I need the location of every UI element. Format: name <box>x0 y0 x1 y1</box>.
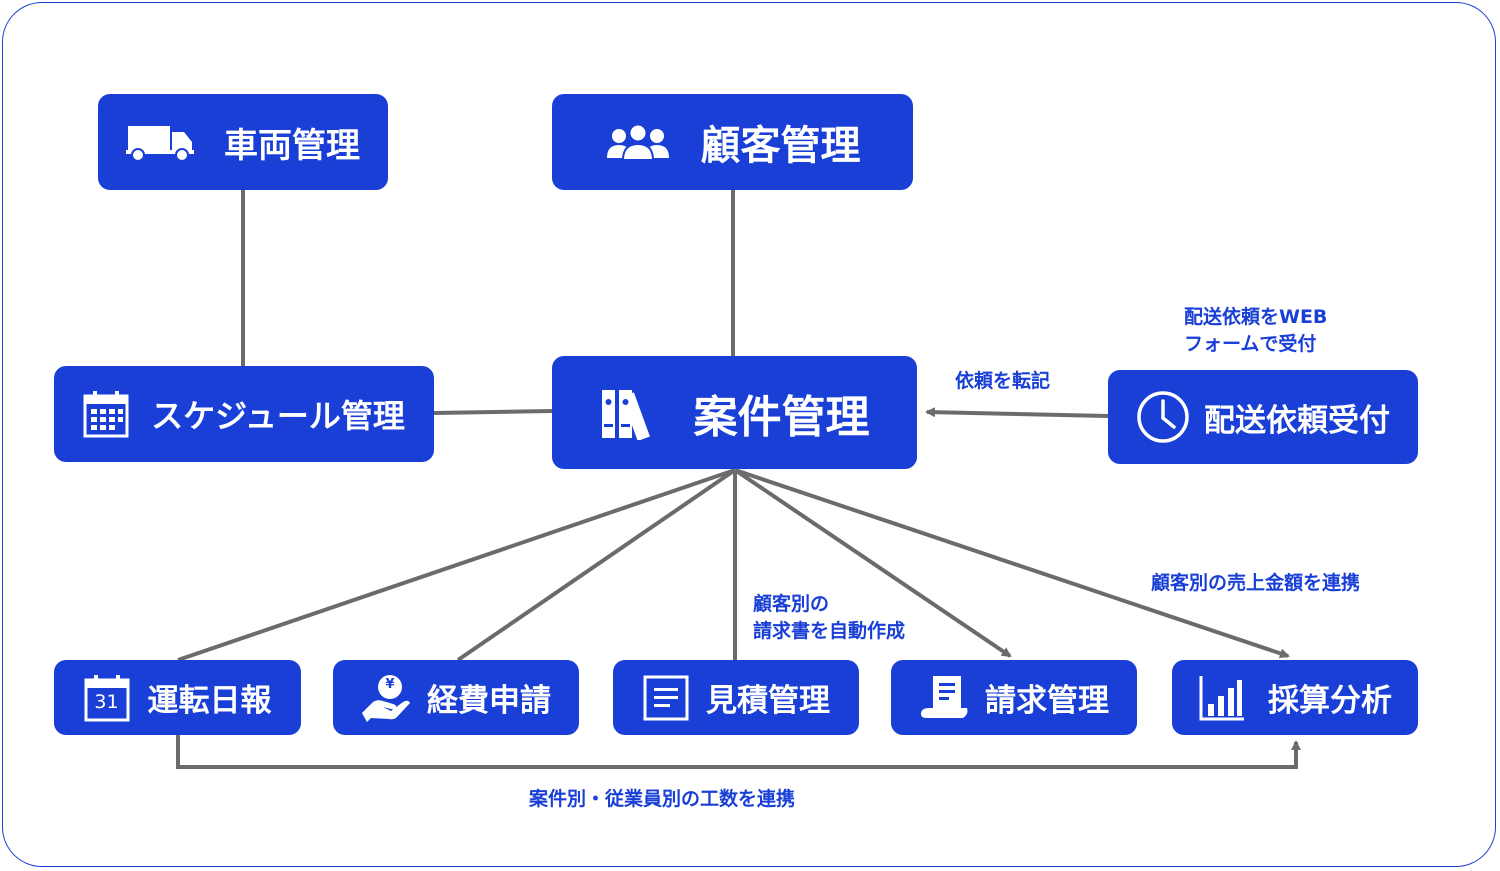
arrow-delivery-project <box>925 407 1109 418</box>
arrow-project-invoice <box>733 468 1012 658</box>
annotation-line: 顧客別の <box>753 593 830 615</box>
calendar-grid-icon <box>83 390 129 438</box>
node-estimate-management: 見積管理 <box>613 660 859 735</box>
node-label: スケジュール管理 <box>151 397 405 435</box>
node-label: 経費申請 <box>427 683 551 719</box>
node-delivery-request: 配送依頼受付 <box>1108 370 1418 464</box>
node-profitability-analysis: 採算分析 <box>1172 660 1418 735</box>
node-daily-report: 31 運転日報 <box>54 660 301 735</box>
binders-icon <box>600 386 662 440</box>
bar-chart-icon <box>1198 674 1246 722</box>
arrow-project-analysis <box>734 468 1290 659</box>
annotation-labor-link: 案件別・従業員別の工数を連携 <box>529 788 796 810</box>
node-invoice-management: 請求管理 <box>891 660 1137 735</box>
clock-icon <box>1136 390 1190 444</box>
annotation-line: フォームで受付 <box>1184 333 1317 355</box>
line-project-daily <box>177 468 736 662</box>
truck-icon <box>126 122 196 162</box>
node-label: 車両管理 <box>224 125 360 166</box>
annotation-sales-link: 顧客別の売上金額を連携 <box>1151 572 1361 594</box>
node-label: 運転日報 <box>147 683 272 719</box>
node-project-management: 案件管理 <box>552 356 917 469</box>
yen-symbol: ¥ <box>385 676 395 692</box>
annotation-transcribe: 依頼を転記 <box>955 370 1051 392</box>
node-schedule-management: スケジュール管理 <box>54 366 434 462</box>
line-project-expense <box>456 468 737 662</box>
node-label: 採算分析 <box>1268 683 1392 719</box>
annotation-line: 配送依頼をWEB <box>1184 306 1328 328</box>
node-label: 案件管理 <box>693 391 870 443</box>
node-label: 見積管理 <box>706 683 830 719</box>
node-customer-management: 顧客管理 <box>552 94 913 190</box>
document-icon <box>642 674 690 722</box>
calendar-31-icon: 31 <box>84 674 130 722</box>
arrow-daily-analysis <box>176 735 1301 769</box>
node-label: 配送依頼受付 <box>1204 402 1390 439</box>
yen-hand-icon: ¥ <box>361 672 413 724</box>
annotation-web-form: 配送依頼をWEB フォームで受付 <box>1184 304 1327 358</box>
node-expense-application: ¥ 経費申請 <box>333 660 579 735</box>
line-schedule-project <box>433 409 553 415</box>
node-label: 請求管理 <box>985 683 1109 719</box>
node-label: 顧客管理 <box>700 123 861 169</box>
node-vehicle-management: 車両管理 <box>98 94 388 190</box>
annotation-line: 請求書を自動作成 <box>753 620 906 642</box>
calendar-day-number: 31 <box>94 690 119 713</box>
scroll-icon <box>919 674 971 722</box>
people-icon <box>605 122 671 162</box>
annotation-auto-invoice: 顧客別の 請求書を自動作成 <box>753 591 905 645</box>
